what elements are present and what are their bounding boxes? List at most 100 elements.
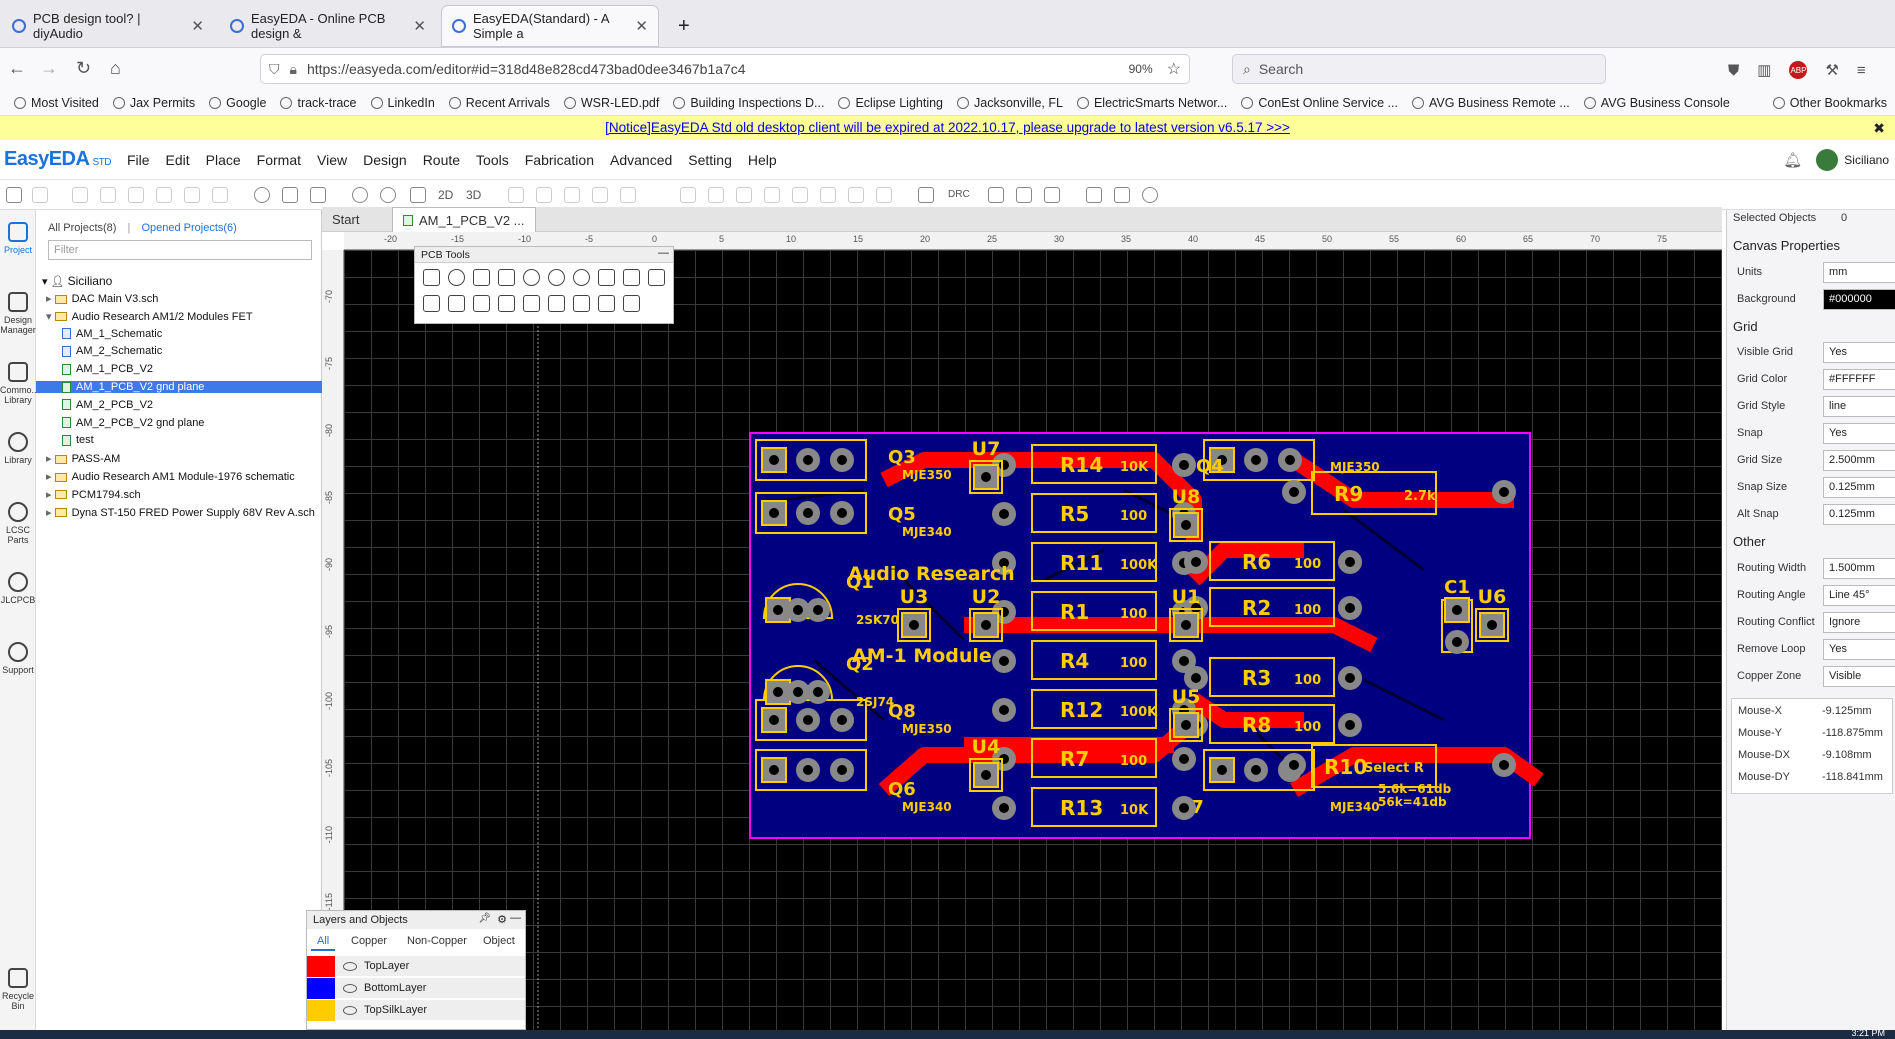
- track-icon[interactable]: [423, 269, 440, 286]
- star-icon[interactable]: ☆: [1166, 61, 1181, 78]
- layer-color-swatch[interactable]: [307, 978, 335, 999]
- layers-tab-object[interactable]: Object: [483, 935, 515, 947]
- connect-icon[interactable]: [623, 269, 640, 286]
- layer-color-swatch[interactable]: [307, 1000, 335, 1021]
- arc-icon[interactable]: [523, 269, 540, 286]
- align-right-icon[interactable]: [536, 187, 552, 203]
- layers-tab-non-copper[interactable]: Non-Copper: [407, 935, 467, 947]
- drc-button[interactable]: DRC: [948, 189, 970, 200]
- zoom-level[interactable]: 90%: [1128, 62, 1153, 76]
- bookmark-item[interactable]: Google: [209, 96, 266, 110]
- minimize-icon[interactable]: —: [658, 247, 669, 259]
- search-icon[interactable]: [254, 187, 270, 203]
- forward-icon[interactable]: →: [40, 58, 58, 78]
- close-icon[interactable]: ✕: [191, 18, 204, 35]
- grid-size-input[interactable]: 2.500mm: [1823, 450, 1895, 471]
- undo-icon[interactable]: [72, 187, 88, 203]
- ungroup-icon[interactable]: [876, 187, 892, 203]
- view-3d-button[interactable]: 3D: [466, 188, 482, 202]
- eye-icon[interactable]: [343, 1006, 357, 1015]
- bookmark-item[interactable]: WSR-LED.pdf: [563, 96, 659, 110]
- expand-icon[interactable]: ▸: [46, 488, 55, 501]
- bookmark-item[interactable]: Recent Arrivals: [448, 96, 550, 110]
- menu-place[interactable]: Place: [205, 151, 241, 168]
- bookmark-item[interactable]: AVG Business Console: [1583, 96, 1730, 110]
- canvas-properties-header[interactable]: Canvas Properties: [1733, 238, 1840, 253]
- close-icon[interactable]: ✖: [1873, 120, 1885, 136]
- expand-icon[interactable]: ▸: [46, 506, 55, 519]
- bookmark-item[interactable]: LinkedIn: [370, 96, 435, 110]
- other-header[interactable]: Other: [1733, 534, 1766, 549]
- group-icon[interactable]: [820, 187, 836, 203]
- eye-icon[interactable]: [343, 984, 357, 993]
- clear-icon[interactable]: [310, 187, 326, 203]
- copper-zone-select[interactable]: Visible: [1823, 666, 1895, 687]
- expand-icon[interactable]: ▸: [46, 293, 55, 305]
- expand-icon[interactable]: ▸: [46, 453, 55, 466]
- tab-start[interactable]: Start: [332, 212, 360, 227]
- layer-row-bottom[interactable]: BottomLayer: [307, 977, 525, 999]
- distribute-icon[interactable]: [736, 187, 752, 203]
- remove-loop-select[interactable]: Yes: [1823, 639, 1895, 660]
- rail-jlcpcb[interactable]: JLCPCB: [0, 572, 36, 605]
- ratline-icon[interactable]: [473, 295, 490, 312]
- extensions-icon[interactable]: ⚒: [1825, 62, 1839, 79]
- delete-icon[interactable]: [212, 187, 228, 203]
- grid-style-select[interactable]: line: [1823, 396, 1895, 417]
- home-icon[interactable]: ⌂: [110, 58, 121, 78]
- hand-icon[interactable]: [598, 269, 615, 286]
- menu-fabrication[interactable]: Fabrication: [524, 151, 594, 168]
- rail-lcsc-parts[interactable]: LCSC Parts: [0, 502, 36, 545]
- arc2-icon[interactable]: [548, 269, 565, 286]
- bookmark-item[interactable]: ConEst Online Service ...: [1241, 96, 1398, 110]
- bookmark-item[interactable]: Building Inspections D...: [673, 96, 824, 110]
- bookmark-item[interactable]: AVG Business Remote ...: [1411, 96, 1570, 110]
- solid-region-icon[interactable]: [498, 295, 515, 312]
- menu-help[interactable]: Help: [747, 151, 777, 168]
- copper-area-icon[interactable]: [523, 295, 540, 312]
- menu-design[interactable]: Design: [363, 151, 407, 168]
- tree-item[interactable]: AM_1_Schematic: [62, 328, 162, 340]
- back-icon[interactable]: ←: [8, 58, 26, 78]
- snap-size-input[interactable]: 0.125mm: [1823, 477, 1895, 498]
- tree-item[interactable]: test: [62, 434, 94, 446]
- grid-color-input[interactable]: #FFFFFF: [1823, 369, 1895, 390]
- dimension-icon[interactable]: [423, 295, 440, 312]
- browser-tab-diyaudio[interactable]: PCB design tool? | diyAudio ✕: [2, 6, 214, 46]
- tree-item[interactable]: AM_1_PCB_V2 gnd plane: [36, 381, 322, 393]
- bookmark-item[interactable]: Eclipse Lighting: [838, 96, 943, 110]
- rectangle-icon[interactable]: [573, 295, 590, 312]
- gear-icon[interactable]: ⚙: [497, 914, 507, 926]
- rail-recycle-bin[interactable]: Recycle Bin: [0, 968, 36, 1011]
- menu-route[interactable]: Route: [422, 151, 461, 168]
- bom-icon[interactable]: [1016, 187, 1032, 203]
- redo-icon[interactable]: [100, 187, 116, 203]
- distribute-icon[interactable]: [764, 187, 780, 203]
- tree-item[interactable]: ▾ Audio Research AM1/2 Modules FET: [46, 310, 253, 323]
- layer-color-swatch[interactable]: [307, 956, 335, 977]
- bookmark-item[interactable]: track-trace: [280, 96, 357, 110]
- bookmark-item[interactable]: ElectricSmarts Networ...: [1076, 96, 1227, 110]
- image-icon[interactable]: [648, 269, 665, 286]
- rail-design-manager[interactable]: Design Manager: [0, 292, 36, 335]
- fit-icon[interactable]: [410, 187, 426, 203]
- distribute-icon[interactable]: [792, 187, 808, 203]
- tree-item[interactable]: ▸ Dyna ST-150 FRED Power Supply 68V Rev …: [46, 506, 315, 519]
- tree-item[interactable]: AM_1_PCB_V2: [62, 363, 153, 375]
- layers-icon[interactable]: [1114, 187, 1130, 203]
- new-tab-button[interactable]: +: [678, 14, 690, 37]
- browser-tab-easyeda-online[interactable]: EasyEDA - Online PCB design & ✕: [220, 6, 436, 46]
- settings-icon[interactable]: [1044, 187, 1060, 203]
- reload-icon[interactable]: ↻: [76, 58, 92, 78]
- zoom-out-icon[interactable]: [380, 187, 396, 203]
- close-icon[interactable]: ✕: [635, 18, 648, 35]
- eye-icon[interactable]: [343, 962, 357, 971]
- url-bar[interactable]: ⛉ 🔒︎ https://easyeda.com/editor#id=318d4…: [260, 54, 1190, 84]
- abp-icon[interactable]: ABP: [1789, 61, 1808, 79]
- share-icon[interactable]: [1142, 187, 1158, 203]
- distribute-icon[interactable]: [680, 187, 696, 203]
- rail-common-library[interactable]: Commo... Library: [0, 362, 39, 405]
- align-top-icon[interactable]: [564, 187, 580, 203]
- layer-row-topsilk[interactable]: TopSilkLayer: [307, 999, 525, 1021]
